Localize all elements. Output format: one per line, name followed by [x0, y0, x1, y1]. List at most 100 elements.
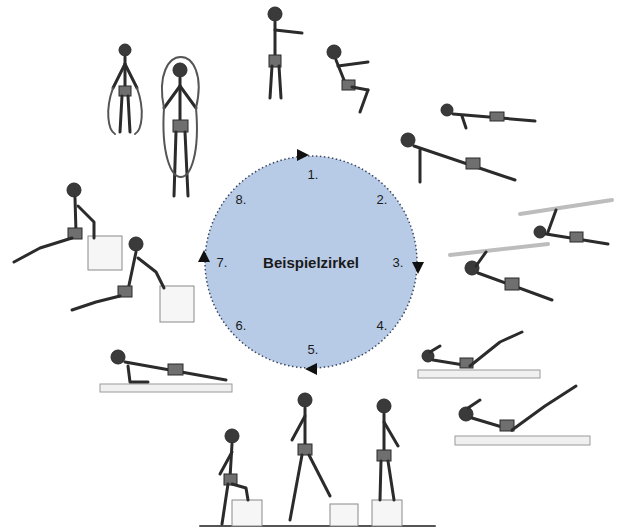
jump-rope-figure-part	[120, 96, 122, 132]
jump-rope-figure-part	[125, 64, 137, 88]
crunch-figure-part	[470, 332, 522, 366]
callout-number: 8.	[236, 192, 247, 207]
jump-rope-figure-part	[174, 132, 176, 196]
pushup-figure-part	[419, 150, 422, 182]
body-row-figure	[450, 200, 612, 300]
callout-number: 2.	[377, 192, 388, 207]
pushup-figure	[401, 104, 535, 182]
body-row-figure-part	[548, 210, 556, 232]
plank-figure	[100, 350, 232, 392]
crunch-figure-part	[430, 346, 440, 352]
plank-figure-part	[128, 366, 148, 382]
step-up-figure-part	[298, 393, 312, 407]
pushup-figure-part	[462, 116, 466, 128]
direction-arrowhead	[412, 262, 424, 274]
jump-rope-figure	[108, 44, 198, 196]
direction-arrowhead	[305, 363, 317, 375]
crunch-figure-part	[455, 436, 590, 445]
callout-number: 6.	[236, 318, 247, 333]
squat-figure-part	[274, 22, 277, 58]
callout-number: 7.	[217, 255, 228, 270]
dips-figure-part	[75, 198, 76, 232]
body-row-figure-part	[570, 232, 583, 242]
body-row-figure-part	[478, 273, 552, 300]
squat-figure-part	[327, 45, 341, 59]
jump-rope-figure-part	[162, 57, 199, 108]
jump-rope-figure-part	[124, 57, 127, 90]
pushup-figure-part	[414, 146, 515, 180]
step-up-figure-part	[377, 450, 391, 461]
jump-rope-figure-part	[164, 86, 180, 108]
crunch-figure-part	[468, 400, 480, 408]
step-up-figure-part	[377, 399, 391, 413]
jump-rope-figure-part	[173, 63, 187, 77]
step-up-figure-part	[383, 414, 386, 452]
jump-rope-figure-part	[108, 88, 142, 134]
plank-figure-part	[125, 362, 226, 380]
body-row-figure-part	[505, 278, 519, 290]
step-up-figure-part	[222, 484, 228, 524]
callout-number: 4.	[377, 318, 388, 333]
step-up-figure-part	[290, 455, 302, 520]
plank-figure-part	[100, 384, 232, 392]
dips-figure-part	[138, 258, 164, 288]
callout-number: 1.	[308, 167, 319, 182]
step-up-figure-part	[220, 452, 232, 474]
dips-figure-part	[88, 236, 122, 270]
squat-figure-part	[270, 66, 272, 98]
step-up-figure-part	[225, 429, 239, 443]
jump-rope-figure-part	[128, 96, 130, 132]
step-up-figure-part	[380, 461, 381, 500]
step-up-figure-part	[388, 461, 394, 500]
squat-figure-part	[268, 7, 282, 21]
squat-figure-part	[360, 90, 368, 112]
station-circle: Beispielzirkel	[204, 155, 418, 369]
body-row-figure-part	[476, 252, 486, 266]
plank-figure-part	[168, 364, 183, 375]
step-up-figure-part	[372, 500, 402, 526]
step-up-figure	[200, 393, 435, 526]
crunch-figure	[418, 332, 590, 445]
pushup-figure-part	[441, 104, 453, 116]
squat-figure-part	[352, 87, 368, 90]
squat-figure	[268, 7, 368, 112]
jump-rope-figure-part	[119, 86, 131, 96]
direction-arrowhead	[297, 149, 309, 161]
step-up-figure-part	[292, 416, 305, 440]
step-up-figure-part	[230, 444, 232, 478]
step-up-figure-part	[304, 408, 307, 446]
pushup-figure-part	[401, 133, 415, 147]
step-up-figure-part	[384, 422, 398, 446]
squat-figure-part	[338, 62, 368, 66]
callout-number: 3.	[393, 255, 404, 270]
pushup-figure-part	[490, 112, 504, 121]
jump-rope-figure-part	[173, 120, 188, 132]
callout-number: 5.	[308, 342, 319, 357]
step-up-figure-part	[309, 455, 330, 496]
jump-rope-figure-part	[163, 108, 196, 177]
step-up-figure-part	[232, 500, 262, 526]
jump-rope-figure-part	[119, 44, 131, 56]
step-up-figure-part	[232, 484, 248, 500]
step-up-figure-part	[330, 504, 358, 526]
plank-figure-part	[111, 350, 125, 364]
squat-figure-part	[275, 30, 302, 33]
dips-figure-part	[129, 237, 143, 251]
crunch-figure-part	[418, 370, 540, 378]
jump-rope-figure-part	[113, 64, 125, 88]
dips-figure	[14, 183, 194, 322]
circle-shape	[205, 156, 417, 368]
pushup-figure-part	[466, 158, 480, 169]
dips-figure-part	[67, 183, 81, 197]
step-up-figure-part	[298, 444, 312, 455]
body-row-figure-part	[520, 200, 612, 214]
jump-rope-figure-part	[185, 132, 188, 196]
crunch-figure-part	[512, 386, 576, 430]
dips-figure-part	[72, 296, 120, 310]
circle-title: Beispielzirkel	[263, 254, 359, 271]
dips-figure-part	[128, 252, 136, 290]
jump-rope-figure-part	[180, 86, 196, 108]
body-row-figure-part	[450, 244, 548, 255]
direction-arrowhead	[198, 250, 210, 262]
